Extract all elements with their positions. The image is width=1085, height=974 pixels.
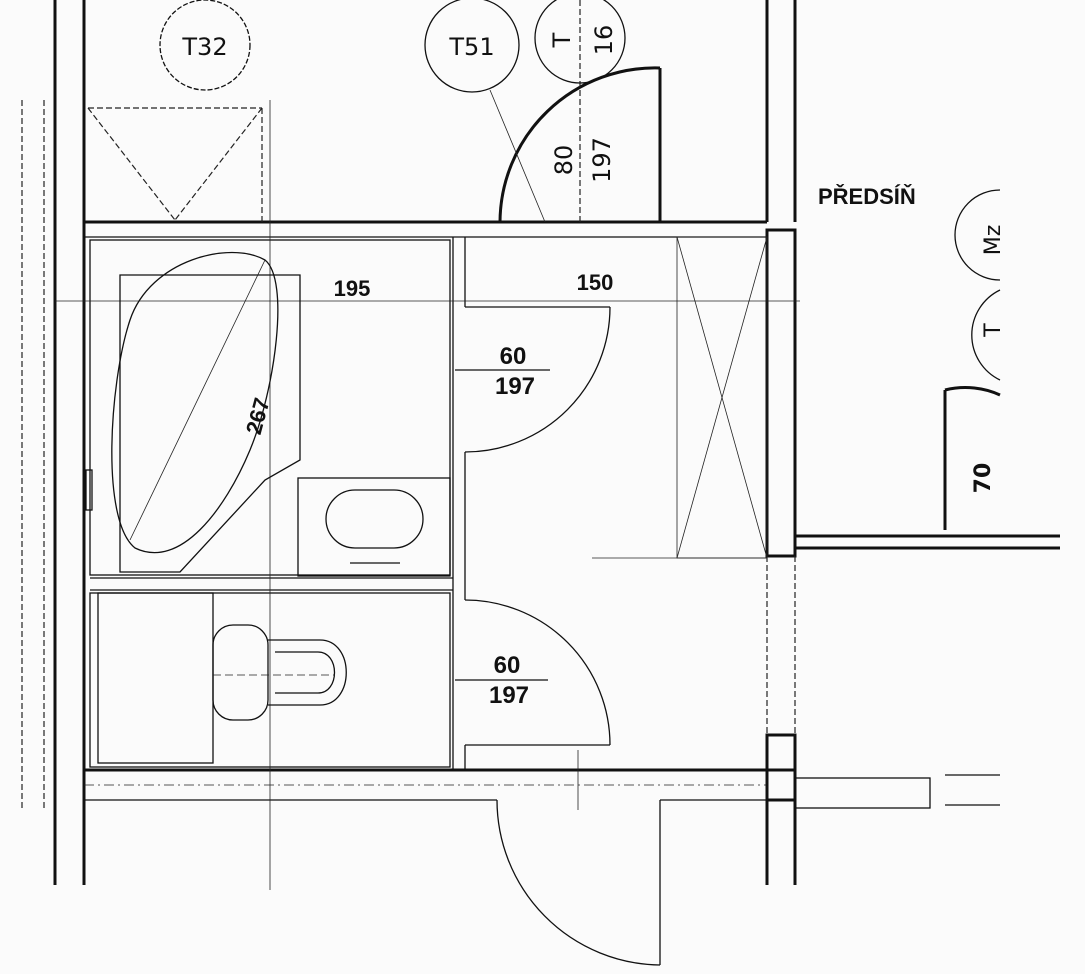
dim-door-upper-width: 60 <box>500 343 527 370</box>
toilet <box>97 592 347 764</box>
door-lower <box>455 599 611 746</box>
right-wall <box>765 0 1060 885</box>
marker-circles <box>159 0 1001 530</box>
washbasin <box>297 477 451 577</box>
shower-tray <box>87 107 263 222</box>
label-top-door-height: 197 <box>588 137 616 183</box>
label-top-door-width: 80 <box>550 145 578 176</box>
bottom-wall <box>84 768 795 801</box>
label-t-top: T <box>548 32 576 48</box>
corner-bathtub <box>85 252 301 573</box>
dim-corridor-width: 150 <box>577 270 614 295</box>
label-t-right: T <box>981 323 1006 338</box>
dim-bath-width: 195 <box>334 276 371 301</box>
corridor-cabinet <box>676 236 768 559</box>
label-t51: T51 <box>448 33 494 61</box>
label-t32: T32 <box>181 33 227 61</box>
dim-door-lower-height: 197 <box>489 682 529 709</box>
dim-door-upper-height: 197 <box>495 373 535 400</box>
dim-tub-size: 267 <box>241 395 275 437</box>
door-top-existing <box>489 0 662 223</box>
room-label-predsin: PŘEDSÍŇ <box>818 184 916 209</box>
top-wall <box>84 220 767 238</box>
door-upper <box>455 306 611 453</box>
dim-door-lower-width: 60 <box>494 652 521 679</box>
label-mz: Mz <box>981 225 1006 256</box>
label-right-door-width: 70 <box>971 463 996 494</box>
label-16: 16 <box>590 25 618 56</box>
left-wall <box>21 0 86 885</box>
door-entrance <box>496 799 661 966</box>
